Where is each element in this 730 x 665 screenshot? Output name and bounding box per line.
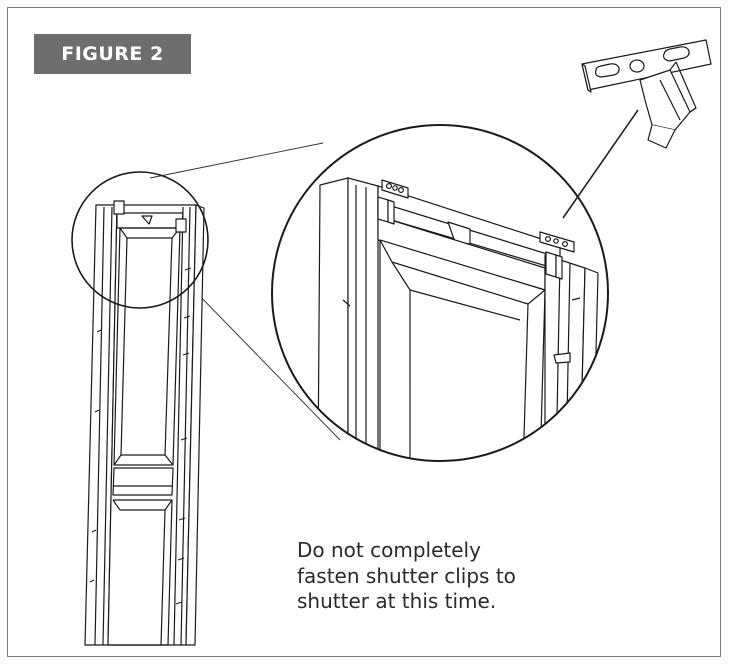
figure-label: FIGURE 2 — [34, 34, 191, 74]
instruction-note: Do not completely fasten shutter clips t… — [297, 538, 597, 615]
note-line: fasten shutter clips to — [297, 563, 516, 588]
shutter-full — [84, 200, 205, 646]
shutter-clip-inset — [581, 39, 712, 149]
note-line: shutter at this time. — [297, 589, 497, 613]
detail-circle-small — [71, 171, 209, 309]
magnified-detail — [271, 124, 609, 462]
clip-leader-line — [562, 109, 639, 219]
note-line: Do not completely — [297, 538, 481, 562]
magnify-connector-lines — [149, 142, 341, 441]
